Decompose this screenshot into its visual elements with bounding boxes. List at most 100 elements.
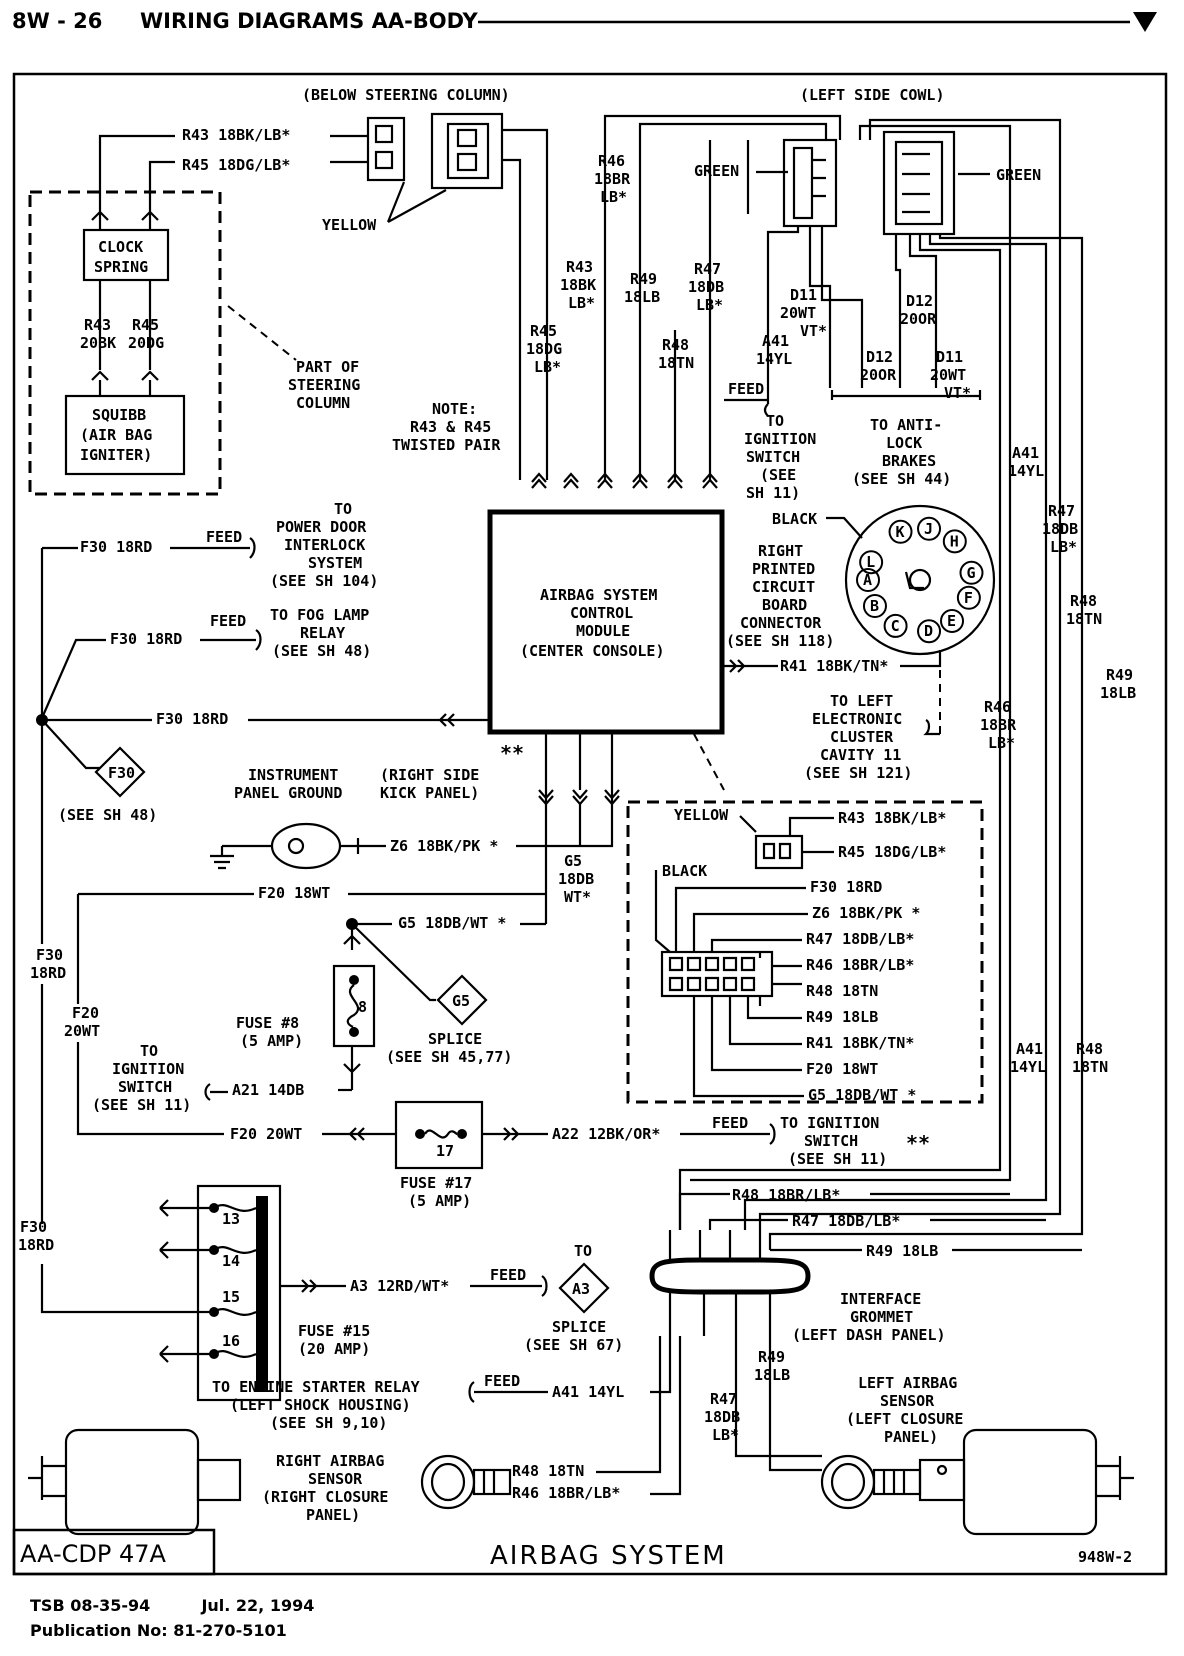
svg-text:R47: R47 <box>710 1390 737 1408</box>
wire-r46-sensor-label: R46 18BR/LB* <box>512 1484 620 1502</box>
svg-text:F30: F30 <box>108 764 135 782</box>
clock-spring-box <box>82 228 170 282</box>
wire-r46-right <box>690 124 1012 1182</box>
pcb-pin-label-J: J <box>924 520 933 538</box>
svg-text:PANEL): PANEL) <box>884 1428 938 1446</box>
squib-box <box>64 394 186 476</box>
wire-a21-label: A21 14DB <box>232 1081 304 1099</box>
left-airbag-sensor <box>820 1428 1134 1536</box>
pcb-pin-label-F: F <box>964 589 973 607</box>
g5-diamond <box>436 974 488 1026</box>
right-airbag-sensor <box>28 1428 512 1536</box>
svg-text:A41: A41 <box>762 332 789 350</box>
wire-f30-pdi-label: F30 18RD <box>80 538 152 556</box>
wire-a41-cowl <box>766 226 800 404</box>
sheet-id: AA-CDP 47A <box>20 1540 167 1568</box>
svg-text:R47: R47 <box>1048 502 1075 520</box>
footer: TSB 08-35-94 Jul. 22, 1994 Publication N… <box>30 1596 314 1640</box>
svg-text:COLUMN: COLUMN <box>296 394 350 412</box>
svg-text:CIRCUIT: CIRCUIT <box>752 578 815 596</box>
detail-yellow-label: YELLOW <box>674 806 729 824</box>
svg-text:BOARD: BOARD <box>762 596 807 614</box>
svg-text:CONNECTOR: CONNECTOR <box>740 614 822 632</box>
column-connector-left <box>366 116 406 182</box>
svg-text:R46: R46 <box>598 152 625 170</box>
svg-text:LB*: LB* <box>988 734 1015 752</box>
footer-date: Jul. 22, 1994 <box>201 1596 315 1615</box>
svg-text:INTERLOCK: INTERLOCK <box>284 536 365 554</box>
wire-r43-a <box>98 134 368 205</box>
svg-text:14YL: 14YL <box>756 350 792 368</box>
pcb-pin-L <box>859 550 884 575</box>
wire-f20-top-label: F20 18WT <box>258 884 330 902</box>
svg-text:20BK: 20BK <box>80 334 116 352</box>
svg-text:F30: F30 <box>36 946 63 964</box>
svg-text:G5: G5 <box>564 852 582 870</box>
starter-relay-label: TO ENGINE STARTER RELAY <box>212 1378 420 1396</box>
svg-text:(SEE SH 104): (SEE SH 104) <box>270 572 378 590</box>
fuse-8 <box>332 964 376 1048</box>
svg-text:SWITCH: SWITCH <box>746 448 800 466</box>
sheet-id-box <box>12 1528 216 1576</box>
svg-text:MODULE: MODULE <box>576 622 630 640</box>
svg-text:20WT: 20WT <box>780 304 816 322</box>
svg-text:IGNITER): IGNITER) <box>80 446 152 464</box>
wire-f30-left <box>40 720 202 1314</box>
svg-text:(CENTER CONSOLE): (CENTER CONSOLE) <box>520 642 665 660</box>
svg-text:CLUSTER: CLUSTER <box>830 728 894 746</box>
svg-text:(AIR BAG: (AIR BAG <box>80 426 152 444</box>
svg-text:14YL: 14YL <box>1008 462 1044 480</box>
pdi-label: TO <box>334 500 352 518</box>
svg-text:D11: D11 <box>936 348 963 366</box>
footer-tsb-line: TSB 08-35-94 Jul. 22, 1994 <box>30 1596 314 1615</box>
fuse-15-label: FUSE #15 <box>298 1322 370 1340</box>
ground-label: INSTRUMENT <box>248 766 338 784</box>
svg-text:SENSOR: SENSOR <box>880 1392 935 1410</box>
wire-r48-grommet-label: R48 18BR/LB* <box>732 1186 840 1204</box>
svg-text:SENSOR: SENSOR <box>308 1470 363 1488</box>
svg-text:BRAKES: BRAKES <box>882 452 936 470</box>
svg-text:LB*: LB* <box>1050 538 1077 556</box>
wire-r47-grommet-label: R47 18DB/LB* <box>792 1212 900 1230</box>
page-header-title: WIRING DIAGRAMS AA-BODY <box>140 9 479 33</box>
svg-text:F30: F30 <box>20 1218 47 1236</box>
cluster-label: TO LEFT <box>830 692 893 710</box>
svg-text:18DB: 18DB <box>558 870 594 888</box>
feed-ign-label: FEED <box>728 380 764 398</box>
wire-r49-grommet-label: R49 18LB <box>866 1242 938 1260</box>
svg-text:R41 18BK/TN*: R41 18BK/TN* <box>806 1034 914 1052</box>
wire-f20-20wt-label: F20 20WT <box>230 1125 302 1143</box>
svg-text:VT*: VT* <box>800 322 827 340</box>
svg-text:(5 AMP): (5 AMP) <box>240 1032 303 1050</box>
svg-text:F30 18RD: F30 18RD <box>810 878 882 896</box>
svg-text:13: 13 <box>222 1210 240 1228</box>
svg-text:14YL: 14YL <box>1010 1058 1046 1076</box>
module-top-connectors <box>531 472 718 489</box>
svg-text:G5: G5 <box>452 992 470 1010</box>
pcb-pin-B <box>862 594 887 618</box>
drawing-number: 948W-2 <box>1078 1548 1132 1566</box>
svg-text:KICK PANEL): KICK PANEL) <box>380 784 479 802</box>
pcb-pin-label-D: D <box>924 622 933 640</box>
wire-a22-label: A22 12BK/OR* <box>552 1125 660 1143</box>
svg-text:R47 18DB/LB*: R47 18DB/LB* <box>806 930 914 948</box>
squib-label: SQUIBB <box>92 406 146 424</box>
svg-text:18BK: 18BK <box>560 276 596 294</box>
svg-text:R49: R49 <box>630 270 657 288</box>
svg-text:20OR: 20OR <box>860 366 897 384</box>
wire-f30-fog-label: F30 18RD <box>110 630 182 648</box>
svg-text:(LEFT DASH PANEL): (LEFT DASH PANEL) <box>792 1326 946 1344</box>
svg-text:(SEE SH 121): (SEE SH 121) <box>804 764 912 782</box>
svg-text:(SEE: (SEE <box>760 466 796 484</box>
svg-text:A41: A41 <box>1012 444 1039 462</box>
steering-column-boundary <box>28 190 222 496</box>
interface-grommet <box>649 1257 811 1295</box>
svg-text:(LEFT SHOCK HOUSING): (LEFT SHOCK HOUSING) <box>230 1396 411 1414</box>
wire-r49-top <box>638 122 828 480</box>
svg-text:R48: R48 <box>1076 1040 1103 1058</box>
wire-a3-label: A3 12RD/WT* <box>350 1277 449 1295</box>
yellow-pointer <box>386 181 447 223</box>
yellow-label: YELLOW <box>322 216 377 234</box>
column-connector-right <box>430 112 504 190</box>
